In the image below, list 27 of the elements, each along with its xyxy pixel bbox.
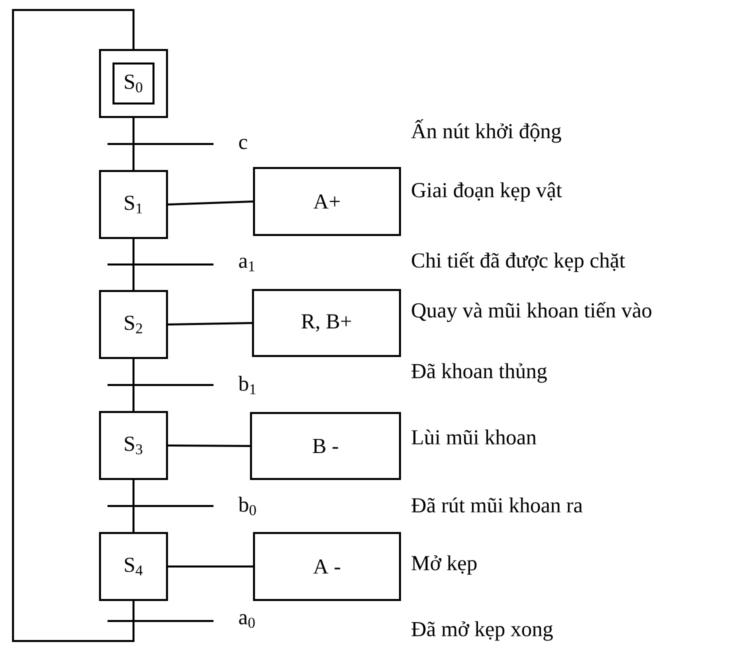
link-line	[132, 118, 134, 170]
connector-line	[168, 322, 252, 326]
description-text: Đã rút mũi khoan ra	[412, 497, 583, 513]
step-box: S$_{4}$	[99, 532, 168, 601]
description-text: Đã khoan thủng	[412, 363, 547, 383]
connector-line	[168, 444, 250, 447]
link-line	[132, 239, 134, 290]
action-box: R, B+	[252, 289, 401, 357]
action-box: A+	[253, 167, 401, 236]
link-line	[132, 359, 134, 411]
loop-line	[12, 9, 134, 642]
transition-label: a$_{1}$	[239, 258, 254, 272]
connector-line	[168, 566, 253, 568]
step-box: S$_{1}$	[99, 170, 168, 239]
description-text: Đã mở kẹp xong	[412, 621, 553, 641]
description-text: Chi tiết đã được kẹp chặt	[412, 252, 626, 272]
action-box: B -	[250, 412, 401, 480]
step-box: S$_{2}$	[99, 290, 168, 359]
step-box: S$_{3}$	[99, 411, 168, 480]
transition-label: a$_{0}$	[239, 614, 255, 628]
transition-label: b$_{1}$	[238, 376, 256, 394]
transition-label: c	[239, 138, 248, 150]
link-line	[132, 480, 134, 532]
initial-step-box: S$_{0}$	[99, 49, 168, 118]
connector-line	[168, 200, 254, 206]
action-box: A -	[253, 532, 401, 601]
transition-label: b$_{0}$	[238, 496, 256, 516]
